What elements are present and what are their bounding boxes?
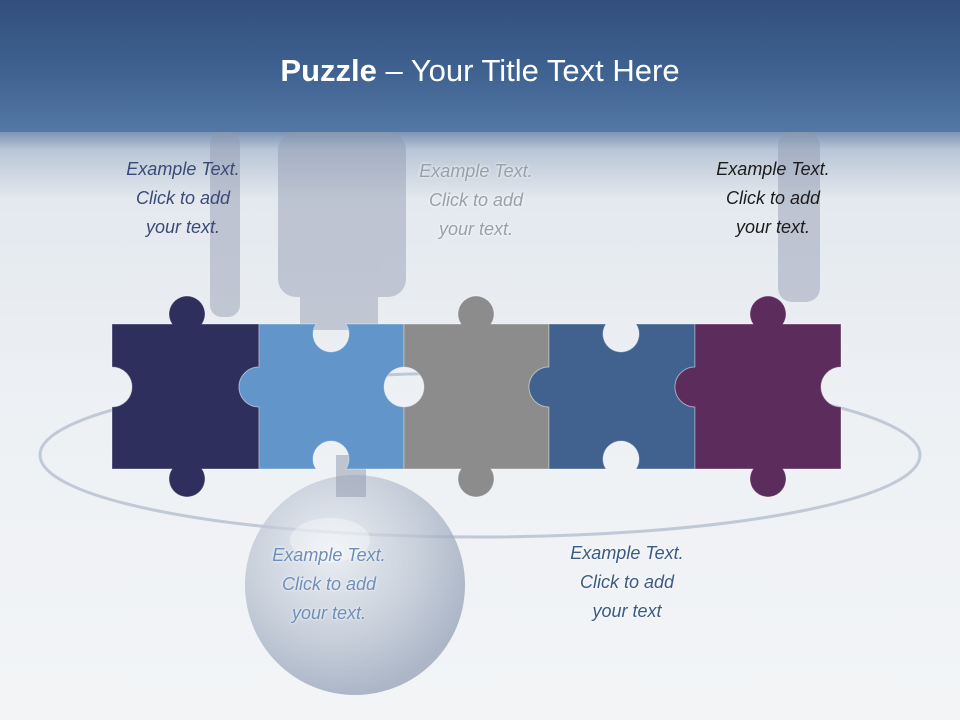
- note-line: Click to add: [135, 188, 231, 208]
- figure-body-left: [210, 132, 240, 317]
- puzzle-piece-4: [528, 323, 696, 470]
- text-placeholder-3[interactable]: Example Text. Click to add your text.: [678, 155, 868, 242]
- page-title: Puzzle – Your Title Text Here: [280, 53, 680, 88]
- note-line: your text.: [145, 217, 221, 237]
- text-placeholder-4[interactable]: Example Text. Click to add your text.: [234, 541, 424, 628]
- note-line: your text.: [735, 217, 811, 237]
- note-line: Click to add: [579, 572, 675, 592]
- note-line: Example Text.: [126, 159, 240, 179]
- figure-body-center: [278, 132, 406, 297]
- text-placeholder-2[interactable]: Example Text. Click to add your text.: [381, 157, 571, 244]
- puzzle-piece-2: [238, 323, 405, 470]
- puzzle-piece-5: [674, 295, 842, 498]
- text-placeholder-1[interactable]: Example Text. Click to add your text.: [88, 155, 278, 242]
- title-bar: [0, 0, 960, 132]
- note-line: Example Text.: [570, 543, 684, 563]
- note-line: your text: [592, 601, 662, 621]
- puzzle-piece-1: [111, 295, 260, 498]
- note-line: Example Text.: [716, 159, 830, 179]
- puzzle-piece-3: [403, 295, 550, 498]
- note-line: Click to add: [281, 574, 377, 594]
- figure-body-right: [778, 132, 820, 302]
- text-placeholder-5[interactable]: Example Text. Click to add your text: [532, 539, 722, 626]
- note-line: your text.: [291, 603, 367, 623]
- crystal-sphere: [245, 475, 465, 695]
- note-line: Click to add: [725, 188, 821, 208]
- note-line: Example Text.: [419, 161, 533, 181]
- note-line: your text.: [438, 219, 514, 239]
- note-line: Click to add: [428, 190, 524, 210]
- note-line: Example Text.: [272, 545, 386, 565]
